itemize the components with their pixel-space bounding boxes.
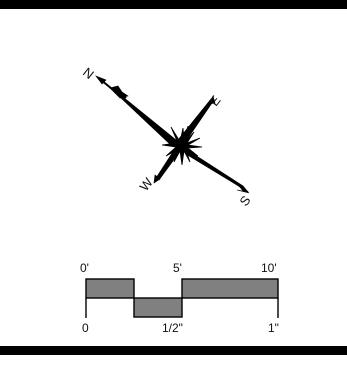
scale-label-half-inch: 1/2" bbox=[162, 321, 183, 335]
bottom-border-bar bbox=[0, 346, 347, 355]
scale-label-10-feet: 10' bbox=[261, 261, 277, 275]
compass-rose bbox=[95, 75, 250, 194]
compass-west-label: W bbox=[136, 174, 156, 193]
scale-label-1-inch: 1" bbox=[268, 321, 279, 335]
south-needle bbox=[180, 146, 250, 194]
compass-south-label: S bbox=[236, 193, 253, 209]
scale-label-0-feet: 0' bbox=[80, 261, 89, 275]
scale-bar: 0' 5' 10' 0 1/2" 1" bbox=[80, 261, 279, 335]
scale-label-5-feet: 5' bbox=[173, 261, 182, 275]
scale-segment-1 bbox=[85, 278, 135, 299]
compass-north-label: N bbox=[80, 64, 97, 82]
scale-segment-2 bbox=[133, 297, 183, 318]
top-border-bar bbox=[0, 0, 347, 9]
scale-label-0-inch: 0 bbox=[82, 321, 89, 335]
north-needle bbox=[95, 75, 182, 147]
scale-segment-3 bbox=[181, 278, 279, 299]
west-needle bbox=[153, 146, 182, 184]
east-needle bbox=[177, 95, 216, 145]
